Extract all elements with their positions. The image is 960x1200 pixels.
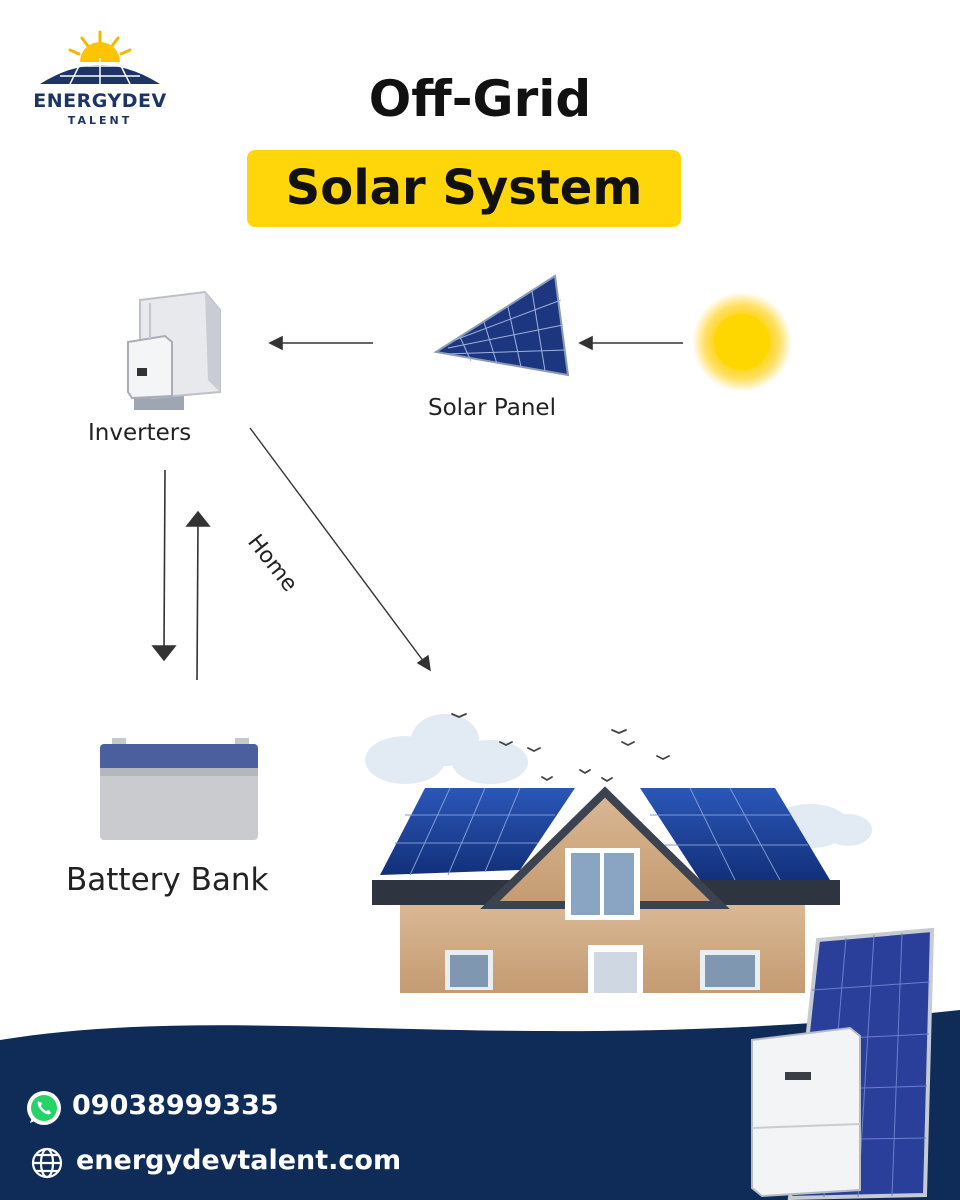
house-illustration: [372, 786, 840, 993]
battery-icon: [100, 738, 258, 840]
arrow-inverters-to-home: [249, 427, 431, 672]
footer-wave: [0, 1010, 960, 1200]
solar-panel-icon: [433, 274, 570, 377]
brand-logo: ENERGYDEV TALENT: [30, 28, 170, 138]
sun-icon: [692, 292, 792, 392]
birds: [451, 713, 670, 783]
page-subtitle: Solar System: [285, 160, 643, 216]
page-title: Off-Grid: [368, 70, 592, 128]
arrow-battery-to-inverters: [185, 510, 211, 681]
arrow-panel-to-inverters: [268, 335, 373, 351]
node-label-inverters: Inverters: [88, 420, 192, 446]
logo-icon: [40, 30, 160, 85]
node-label-battery-bank: Battery Bank: [66, 862, 269, 898]
inverter-icon: [127, 290, 221, 410]
product-image: [751, 927, 935, 1200]
arrow-sun-to-panel: [578, 335, 683, 351]
arrow-inverters-to-battery: [151, 469, 177, 662]
brand-name: ENERGYDEV: [33, 90, 167, 112]
brand-tagline: TALENT: [67, 114, 133, 127]
website-link[interactable]: energydevtalent.com: [76, 1145, 402, 1176]
globe-icon: [31, 1147, 63, 1179]
node-label-solar-panel: Solar Panel: [428, 395, 556, 421]
whatsapp-icon: [27, 1091, 61, 1125]
phone-number[interactable]: 09038999335: [72, 1090, 279, 1121]
title-highlight: [247, 150, 681, 227]
